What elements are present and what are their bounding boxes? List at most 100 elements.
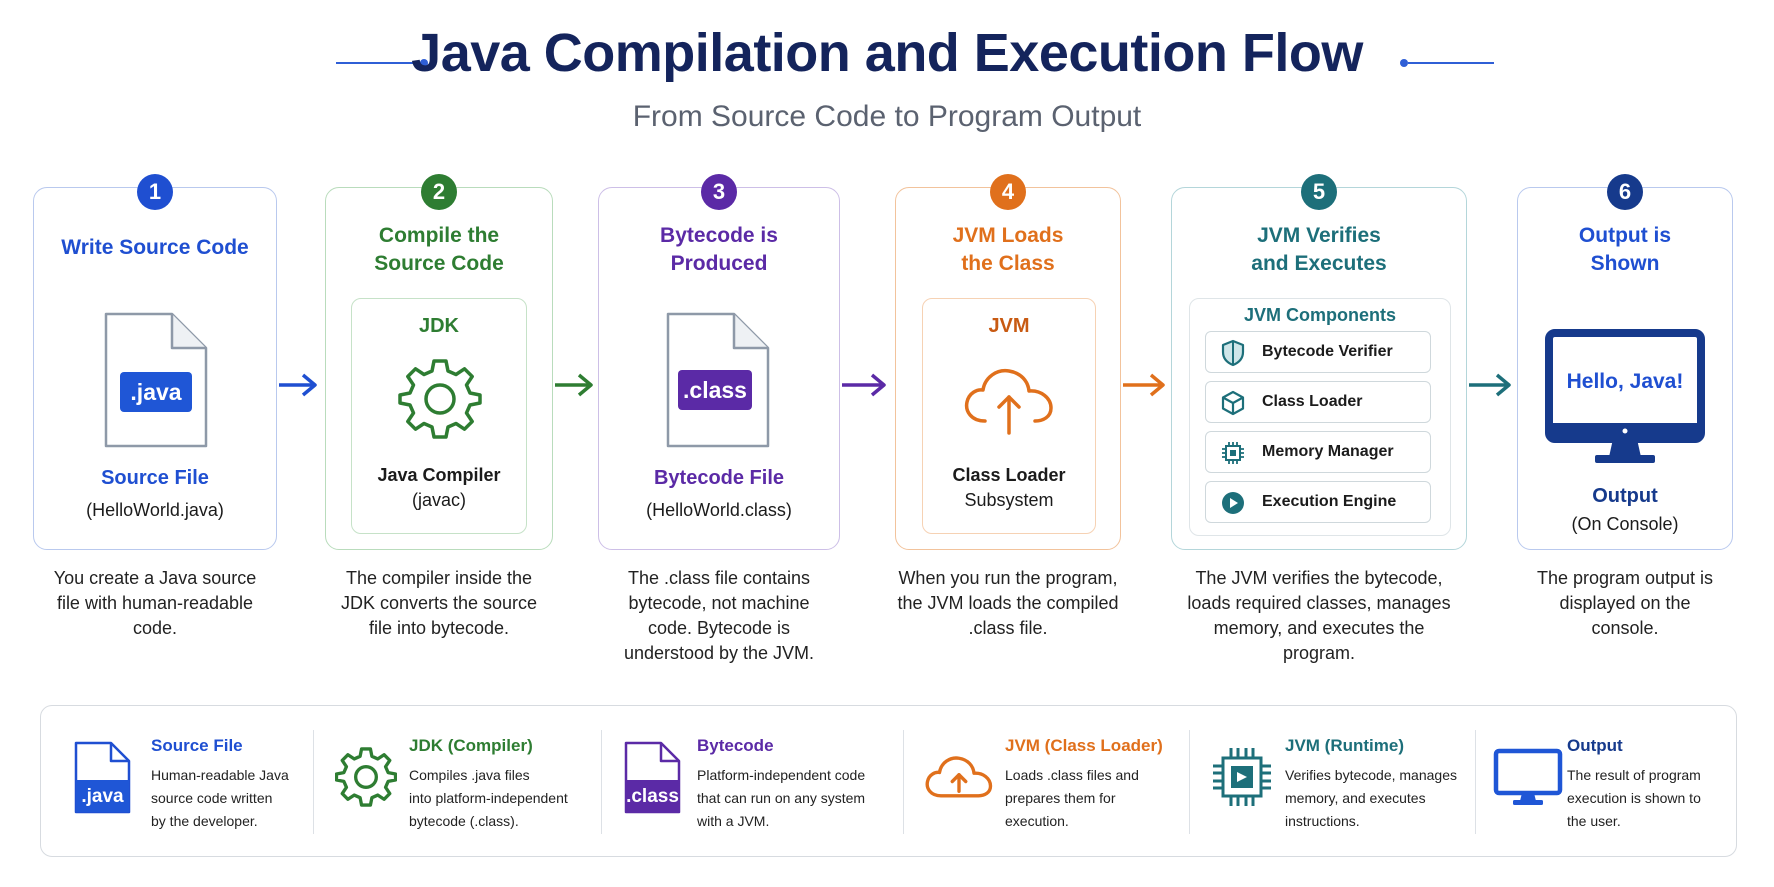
step-description-3: The .class file contains bytecode, not m… (623, 568, 815, 663)
jdk-box: JDK Java Compiler (javac) (351, 298, 527, 534)
legend-separator (313, 730, 314, 834)
flow-arrow-3 (842, 373, 886, 397)
step-title-2: Compile the Source Code (374, 224, 504, 275)
gear-icon (398, 359, 482, 439)
title-dot-left (420, 59, 428, 67)
legend-item-source-file: .java Source File Human-readable Java so… (41, 706, 311, 858)
step-title-3: Bytecode is Produced (660, 224, 778, 275)
play-icon (1222, 492, 1244, 514)
legend-separator (1475, 730, 1476, 834)
monitor-icon (1493, 748, 1563, 805)
flow-arrow-4 (1123, 373, 1165, 397)
jvm-components-label: JVM Components (1243, 305, 1396, 325)
legend-title: JVM (Class Loader) (1005, 736, 1163, 755)
step-description-2: The compiler inside the JDK converts the… (340, 568, 538, 638)
title-dot-right (1400, 59, 1408, 67)
step-caption-sub-6: (On Console) (1571, 514, 1679, 534)
legend-separator (903, 730, 904, 834)
cloud-upload-icon (925, 756, 993, 798)
component-label: Execution Engine (1262, 493, 1397, 510)
legend-description: Human-readable Java source code written … (151, 767, 289, 829)
step-caption-sub-2: (javac) (411, 490, 466, 510)
legend-description: Verifies bytecode, manages memory, and e… (1285, 767, 1457, 829)
step-caption-title-6: Output (1592, 485, 1658, 507)
step-description-1: You create a Java source file with human… (53, 568, 257, 638)
jvm-box: JVM Class Loader Subsystem (922, 298, 1096, 534)
step-title-4: JVM Loads the Class (952, 224, 1064, 275)
legend-title: Bytecode (697, 736, 774, 755)
title-line-right (1408, 62, 1494, 64)
legend-item-output: Output The result of program execution i… (1475, 706, 1737, 858)
jvm-box-label: JVM (988, 315, 1030, 337)
gear-icon (335, 747, 397, 807)
step-caption-sub-3: (HelloWorld.class) (646, 500, 792, 520)
step-card-5: 5 JVM Verifies and Executes JVM Componen… (1171, 174, 1467, 550)
component-bytecode-verifier: Bytecode Verifier (1205, 331, 1431, 373)
class-file-tag: .class (678, 370, 752, 410)
component-execution-engine: Execution Engine (1205, 481, 1431, 523)
step-card-3: 3 Bytecode is Produced .class Bytecode F… (598, 174, 840, 550)
title-line-left (336, 62, 420, 64)
step-badge-4: 4 (990, 174, 1026, 210)
step-card-1: 1 Write Source Code .java Source File (H… (33, 174, 277, 550)
chip-icon (1222, 442, 1244, 464)
legend-title: Source File (151, 736, 243, 755)
class-file-icon (624, 741, 681, 814)
legend-title: JVM (Runtime) (1285, 736, 1404, 755)
monitor-icon (1545, 329, 1705, 463)
component-label: Class Loader (1262, 393, 1363, 410)
step-description-4: When you run the program, the JVM loads … (897, 568, 1119, 638)
legend-description: Loads .class files and prepares them for… (1005, 767, 1139, 829)
cube-icon (1221, 390, 1245, 416)
legend-title: JDK (Compiler) (409, 736, 533, 755)
java-file-tag: .java (120, 372, 192, 412)
jvm-components-box: JVM Components Bytecode Verifier Class L… (1189, 298, 1451, 536)
component-label: Memory Manager (1262, 443, 1394, 460)
step-caption-title-4: Class Loader (952, 465, 1066, 485)
step-badge-5: 5 (1301, 174, 1337, 210)
step-description-6: The program output is displayed on the c… (1536, 568, 1714, 638)
step-badge-1: 1 (137, 174, 173, 210)
flow-arrow-1 (279, 373, 317, 397)
console-output-text: Hello, Java! (1566, 370, 1684, 393)
step-badge-6: 6 (1607, 174, 1643, 210)
step-caption-sub-1: (HelloWorld.java) (86, 500, 224, 520)
legend-description: The result of program execution is shown… (1567, 767, 1701, 829)
legend-item-jdk: JDK (Compiler) Compiles .java files into… (313, 706, 601, 858)
step-title-5: JVM Verifies and Executes (1251, 224, 1387, 275)
step-card-4: 4 JVM Loads the Class JVM Class Loader S… (895, 174, 1121, 550)
step-card-6: 6 Output is Shown Hello, Java! Output (O… (1517, 174, 1733, 550)
step-title-6: Output is Shown (1578, 224, 1672, 275)
page-title: Java Compilation and Execution Flow (411, 23, 1363, 83)
legend-separator (601, 730, 602, 834)
legend-class-tag: .class (626, 786, 679, 807)
page-subtitle: From Source Code to Program Output (632, 100, 1142, 133)
legend-description: Platform-independent code that can run o… (697, 767, 866, 829)
legend-panel: .java Source File Human-readable Java so… (40, 705, 1737, 857)
chip-icon (1213, 748, 1271, 806)
cloud-upload-icon (964, 368, 1053, 435)
jdk-box-label: JDK (418, 315, 459, 337)
legend-title: Output (1567, 736, 1623, 755)
legend-separator (1189, 730, 1190, 834)
shield-icon (1221, 339, 1245, 367)
step-description-5: The JVM verifies the bytecode, loads req… (1187, 568, 1451, 663)
legend-item-runtime: JVM (Runtime) Verifies bytecode, manages… (1189, 706, 1475, 858)
step-badge-2: 2 (421, 174, 457, 210)
flow-arrow-2 (555, 373, 593, 397)
step-title-1: Write Source Code (61, 236, 249, 259)
legend-item-bytecode: .class Bytecode Platform-independent cod… (601, 706, 889, 858)
step-caption-title-3: Bytecode File (653, 467, 785, 489)
step-caption-title-1: Source File (101, 467, 209, 489)
step-badge-3: 3 (701, 174, 737, 210)
step-card-2: 2 Compile the Source Code JDK Java Compi… (325, 174, 553, 550)
java-file-icon (74, 741, 131, 814)
legend-description: Compiles .java files into platform-indep… (409, 767, 568, 829)
step-caption-title-2: Java Compiler (377, 465, 501, 485)
legend-java-tag: .java (81, 786, 124, 807)
step-caption-sub-4: Subsystem (964, 490, 1054, 510)
legend-item-class-loader: JVM (Class Loader) Loads .class files an… (903, 706, 1189, 858)
flow-arrow-5 (1469, 373, 1511, 397)
component-class-loader: Class Loader (1205, 381, 1431, 423)
component-memory-manager: Memory Manager (1205, 431, 1431, 473)
